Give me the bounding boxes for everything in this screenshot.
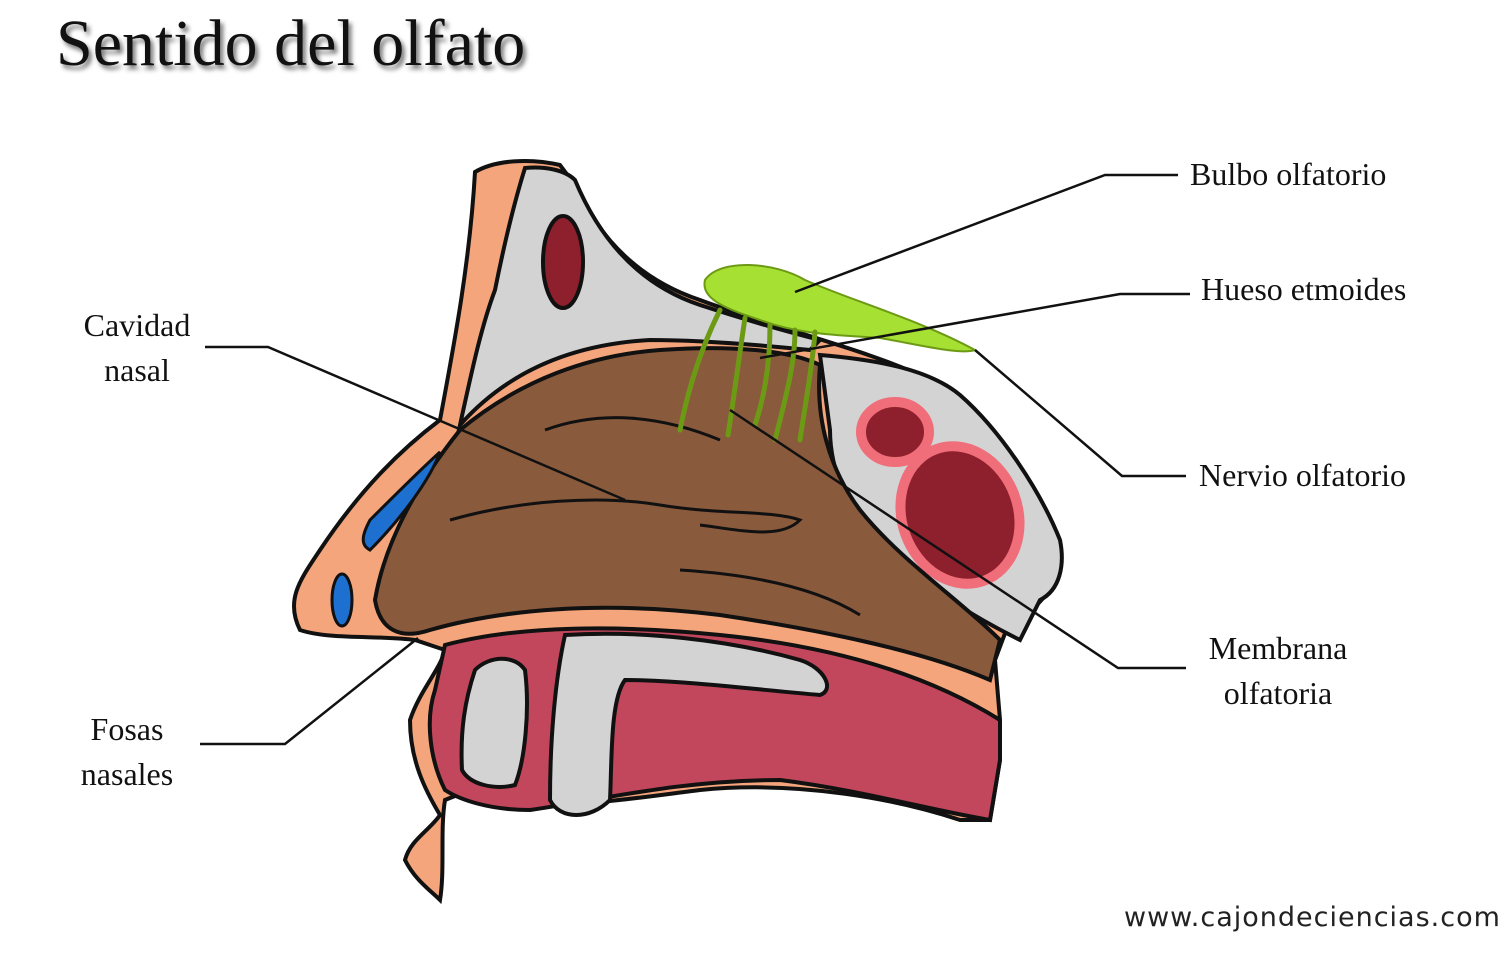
leader-lines bbox=[200, 173, 1190, 746]
olfactory-bulb bbox=[703, 263, 978, 353]
nasal-vessel-lower bbox=[330, 572, 354, 628]
olfactory-nerve-fibers bbox=[677, 307, 818, 443]
nasal-vessel-upper bbox=[361, 450, 442, 552]
nasal-cavity bbox=[372, 346, 1003, 683]
turbinate-lower bbox=[679, 568, 861, 617]
tooth-bone bbox=[459, 656, 529, 789]
label-fosas-line-1: Fosas bbox=[90, 711, 164, 747]
label-membrana-line-1: Membrana bbox=[1208, 630, 1348, 666]
palate-bone bbox=[547, 631, 830, 817]
label-cavidad-line-2: nasal bbox=[104, 352, 170, 388]
label-bulbo-olfatorio: Bulbo olfatorio bbox=[1190, 156, 1387, 192]
label-cavidad-nasal: Cavidad nasal bbox=[52, 303, 222, 393]
watermark-url: www.cajondeciencias.com bbox=[1124, 902, 1500, 933]
label-membrana-line-2: olfatoria bbox=[1223, 675, 1333, 711]
label-hueso-etmoides: Hueso etmoides bbox=[1201, 271, 1407, 307]
sinus-upper bbox=[856, 397, 934, 467]
page-title: Sentido del olfato bbox=[56, 7, 526, 80]
label-cavidad-line-1: Cavidad bbox=[83, 307, 191, 343]
label-membrana-olfatoria: Membrana olfatoria bbox=[1180, 626, 1376, 716]
turbinate-upper bbox=[544, 416, 721, 442]
label-fosas-line-2: nasales bbox=[80, 756, 174, 792]
label-nervio-olfatorio: Nervio olfatorio bbox=[1199, 457, 1407, 493]
turbinate-middle bbox=[449, 498, 803, 534]
frontal-sinus bbox=[541, 214, 585, 310]
label-fosas-nasales: Fosas nasales bbox=[52, 707, 202, 797]
sinus-lower bbox=[895, 441, 1025, 589]
